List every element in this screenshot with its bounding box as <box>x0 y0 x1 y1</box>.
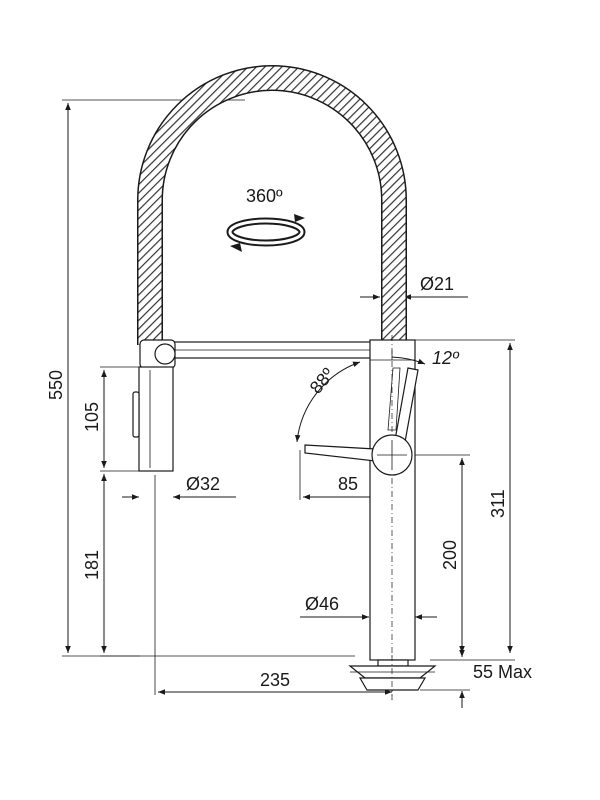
lower-height-label: 181 <box>82 550 102 580</box>
rotation-label: 360º <box>246 186 283 206</box>
base-width-label: 235 <box>260 670 290 690</box>
angle-arcs <box>294 350 426 443</box>
spout-height-total-label: 311 <box>488 489 508 518</box>
spray-head <box>138 366 174 472</box>
total-height-label: 550 <box>46 370 66 400</box>
hose-diameter-label: Ø21 <box>420 274 454 294</box>
body-diameter-label: Ø32 <box>186 474 220 494</box>
deck-thickness-label: 55 Max <box>473 662 532 682</box>
body-height-label: 105 <box>82 402 102 432</box>
rotation-symbol <box>226 214 306 252</box>
spout-height-handle-label: 200 <box>440 540 460 570</box>
faucet-body <box>132 65 437 700</box>
handle-reach-label: 85 <box>338 474 358 494</box>
lever-swing-label: 88º <box>306 364 339 398</box>
lever-tilt-label: 12º <box>432 348 460 368</box>
labels: 360º Ø21 12º 88º Ø32 85 Ø46 235 55 Max 5… <box>46 186 532 690</box>
column-diameter-label: Ø46 <box>305 594 339 614</box>
extension-lines <box>62 99 515 695</box>
deck-mount <box>348 655 437 700</box>
lever-horizontal <box>304 434 413 476</box>
dimension-lines <box>65 103 513 708</box>
